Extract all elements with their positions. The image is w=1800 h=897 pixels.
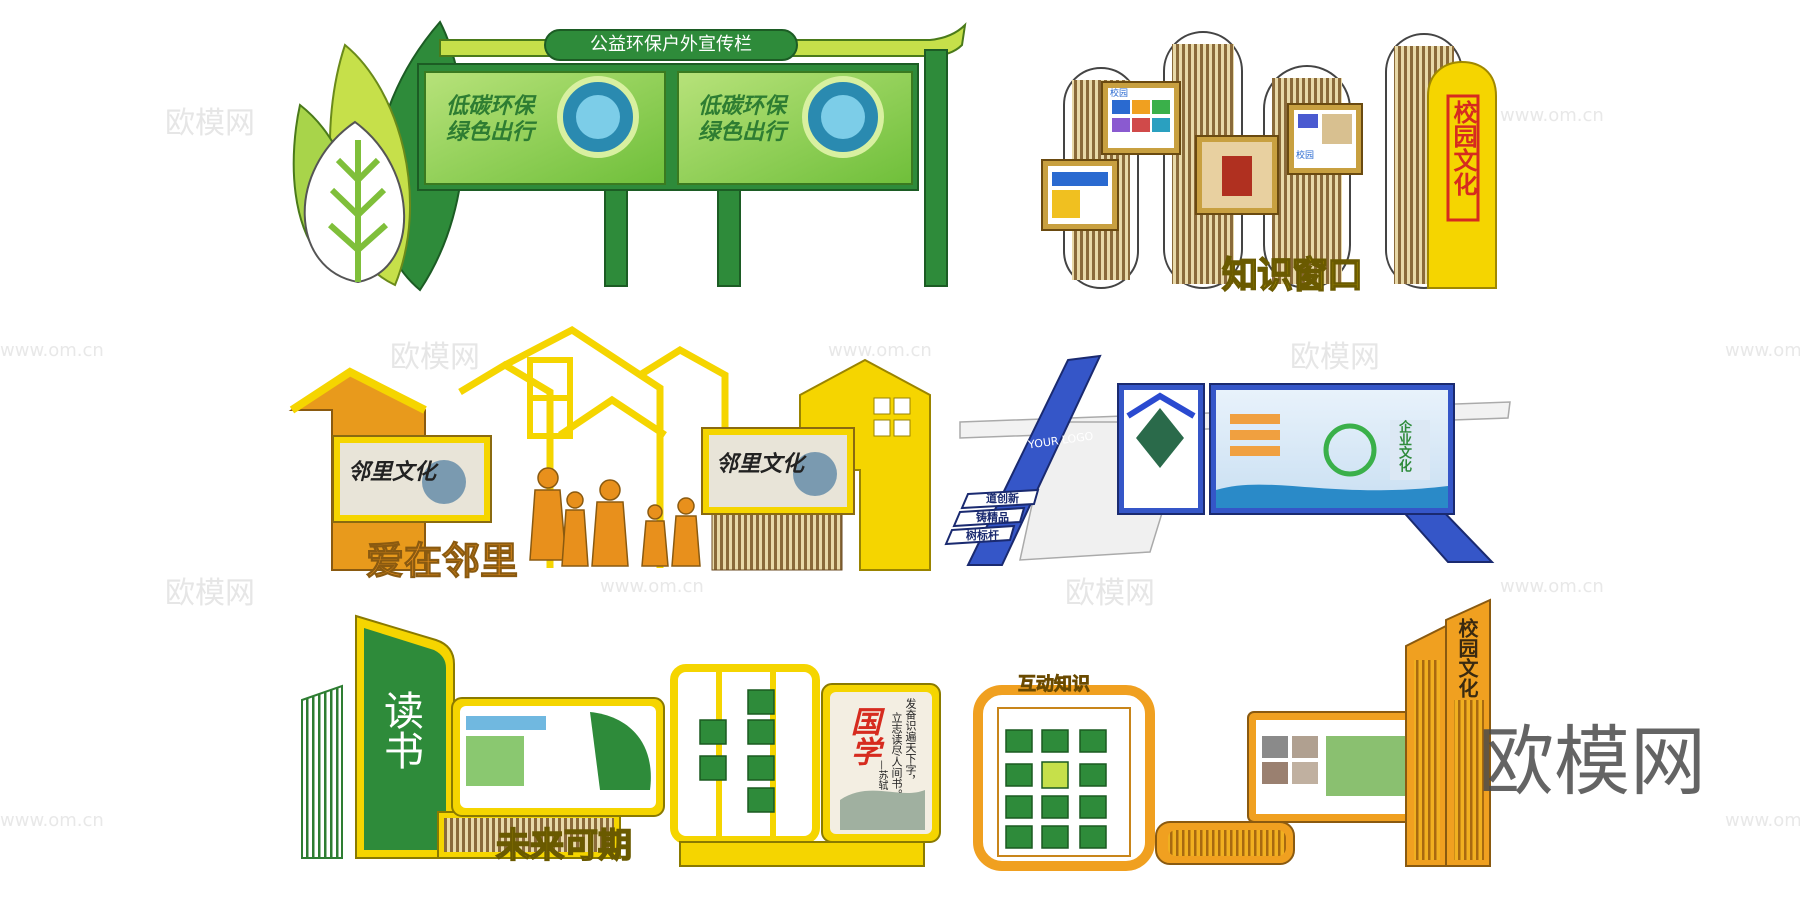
- knowledge-card-1-label: 校园: [1110, 89, 1129, 99]
- watermark-brand-2: 欧模网: [390, 340, 480, 375]
- watermark-brand-1: 欧模网: [165, 106, 255, 141]
- eco-sign-title: 公益环保户外宣传栏: [590, 34, 752, 55]
- reading-poem-author: —苏轼: [876, 760, 887, 790]
- reading-poem-line-1: 发奋识遍天下字，: [904, 698, 917, 786]
- campus-cube-frame: [973, 685, 1155, 871]
- watermark-brand-5: 欧模网: [1065, 576, 1155, 611]
- neighbor-sign: [288, 325, 931, 571]
- reading-poster-title: 国学: [845, 706, 880, 766]
- family-silhouettes: [529, 467, 701, 567]
- reading-vertical-title: 读书: [377, 690, 423, 770]
- watermark-brand-4: 欧模网: [165, 576, 255, 611]
- watermark-corner-brand: 欧模网: [1478, 717, 1706, 806]
- campus-side-title: 校园文化: [1455, 618, 1479, 698]
- watermark-url-6: www.om.cn: [1500, 576, 1604, 597]
- neighbor-slogan: 爱在邻里: [365, 539, 519, 584]
- logo-wall-tag-1: 道创新: [986, 492, 1019, 505]
- knowledge-card-4: [1287, 103, 1363, 175]
- watermark-url-3: www.om.cn: [828, 340, 932, 361]
- logo-wall-sign: [944, 354, 1511, 566]
- neighbor-board-left-title: 邻里文化: [348, 460, 437, 485]
- watermark-url-8: www.om.cn: [1725, 810, 1800, 831]
- logo-wall-tag-2: 铸精品: [976, 511, 1009, 524]
- knowledge-card-4-label: 校园: [1296, 151, 1315, 161]
- eco-poster-left-line-2: 绿色出行: [446, 120, 535, 145]
- knowledge-side-label: 校园文化: [1449, 100, 1477, 196]
- campus-top-label: 互动知识: [1018, 674, 1091, 696]
- eco-poster-right-line-1: 低碳环保: [698, 94, 787, 119]
- knowledge-card-3: [1195, 135, 1279, 215]
- reading-poem-line-2: 立志读尽人间书。: [890, 712, 903, 800]
- campus-cubes: [1005, 729, 1107, 849]
- watermark-url-4: www.om.cn: [1725, 340, 1800, 361]
- watermark-brand-3: 欧模网: [1290, 340, 1380, 375]
- eco-poster-right-line-2: 绿色出行: [698, 120, 787, 145]
- knowledge-title: 知识窗口: [1221, 254, 1364, 297]
- reading-sign: [301, 614, 941, 867]
- eco-poster-left-line-1: 低碳环保: [446, 94, 535, 119]
- logo-wall-side-title: 企业文化: [1396, 420, 1411, 472]
- logo-wall-tag-3: 树标杆: [966, 529, 999, 542]
- knowledge-card-1: [1101, 81, 1181, 155]
- watermark-url-1: www.om.cn: [1500, 105, 1604, 126]
- neighbor-board-right-title: 邻里文化: [716, 452, 805, 477]
- campus-sign: [973, 598, 1491, 871]
- knowledge-card-2: [1041, 159, 1119, 231]
- reading-slogan: 未来可期: [495, 825, 633, 867]
- watermark-url-7: www.om.cn: [0, 810, 104, 831]
- eco-sign: [292, 20, 967, 292]
- reading-cubes: [699, 689, 775, 813]
- knowledge-sign: [1041, 31, 1497, 289]
- watermark-url-2: www.om.cn: [0, 340, 104, 361]
- watermark-url-5: www.om.cn: [600, 576, 704, 597]
